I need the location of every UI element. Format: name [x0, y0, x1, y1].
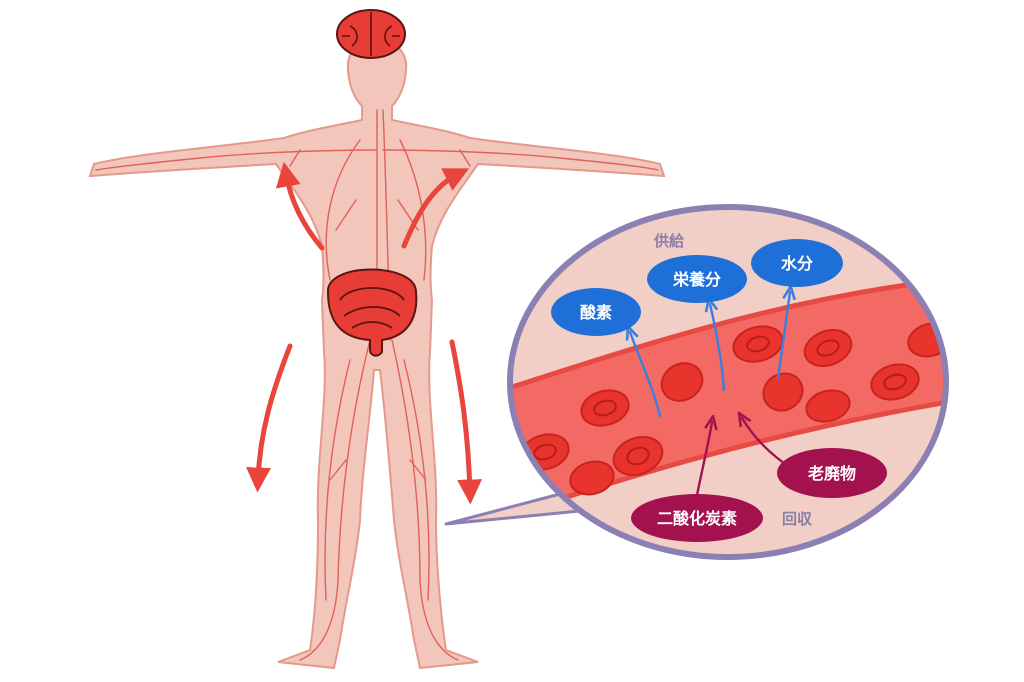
red-blood-cell-icon — [732, 325, 784, 363]
red-blood-cell-icon — [805, 389, 851, 423]
flow-arrow-icon — [694, 422, 712, 502]
svg-text:酸素: 酸素 — [580, 303, 612, 322]
svg-text:水分: 水分 — [781, 254, 813, 273]
flow-arrow-icon — [776, 292, 790, 380]
red-blood-cell-icon — [762, 372, 804, 412]
red-blood-cell-icon — [660, 362, 704, 402]
pill-waste: 老廃物 — [777, 448, 887, 498]
circulation-arrows — [246, 161, 483, 505]
svg-text:老廃物: 老廃物 — [807, 464, 856, 483]
flow-arrow-icon — [630, 332, 662, 418]
flow-arrow-icon — [710, 304, 726, 392]
intestine-icon — [326, 268, 418, 357]
red-blood-cell-icon — [569, 460, 615, 496]
red-blood-cell-icon — [803, 329, 853, 367]
lens-ring — [507, 204, 949, 560]
red-blood-cell-icon — [580, 389, 630, 427]
magnifier-lens — [507, 204, 949, 560]
pill-water: 水分 — [751, 239, 843, 287]
blood-vessels — [95, 109, 659, 661]
flow-arrow-icon — [246, 343, 293, 493]
pill-co2: 二酸化炭素 — [631, 494, 763, 542]
flow-arrow-icon — [449, 339, 483, 505]
svg-text:二酸化炭素: 二酸化炭素 — [657, 509, 737, 528]
flow-arrow-icon — [275, 161, 325, 251]
flow-arrow-icon — [401, 168, 470, 249]
label-supply: 供給 — [653, 232, 685, 250]
human-body — [88, 9, 666, 670]
supply-arrows — [630, 292, 790, 418]
red-blood-cell-icon — [612, 436, 664, 476]
label-collect: 回収 — [782, 510, 813, 528]
pill-oxygen: 酸素 — [551, 288, 641, 336]
red-blood-cells — [520, 322, 946, 496]
svg-text:栄養分: 栄養分 — [672, 270, 721, 289]
red-blood-cell-icon — [870, 363, 920, 401]
brain-icon — [336, 9, 406, 59]
pill-nutrients: 栄養分 — [647, 255, 747, 303]
